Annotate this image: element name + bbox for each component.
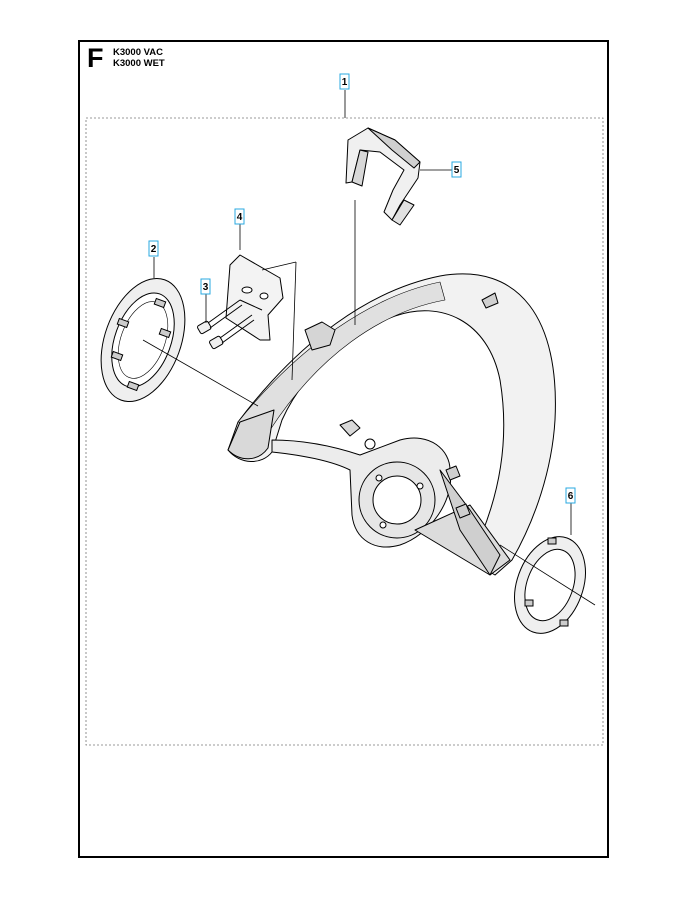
callout-label-5: 5 <box>454 165 460 176</box>
callout-3: 3 <box>200 278 211 295</box>
guard-plate-part <box>225 254 284 341</box>
section-letter: F <box>87 43 104 73</box>
callout-6: 6 <box>565 487 576 504</box>
blade-guard-part <box>227 273 556 576</box>
guard-handle-part <box>345 127 421 226</box>
model-name-2: K3000 WET <box>113 58 165 69</box>
model-list: K3000 VAC K3000 WET <box>113 47 165 69</box>
leader-lines <box>142 90 596 606</box>
callout-label-1: 1 <box>342 77 348 88</box>
outer-seal-ring-part <box>514 536 586 634</box>
callout-4: 4 <box>234 208 245 225</box>
model-name-1: K3000 VAC <box>113 47 163 58</box>
callout-label-2: 2 <box>151 244 157 255</box>
callout-5: 5 <box>451 161 462 178</box>
callout-label-6: 6 <box>568 491 574 502</box>
callout-label-3: 3 <box>203 282 209 293</box>
callout-2: 2 <box>148 240 159 257</box>
callout-1: 1 <box>339 73 350 90</box>
screws-part <box>197 299 255 350</box>
callout-label-4: 4 <box>237 212 243 223</box>
page-frame <box>78 40 609 858</box>
